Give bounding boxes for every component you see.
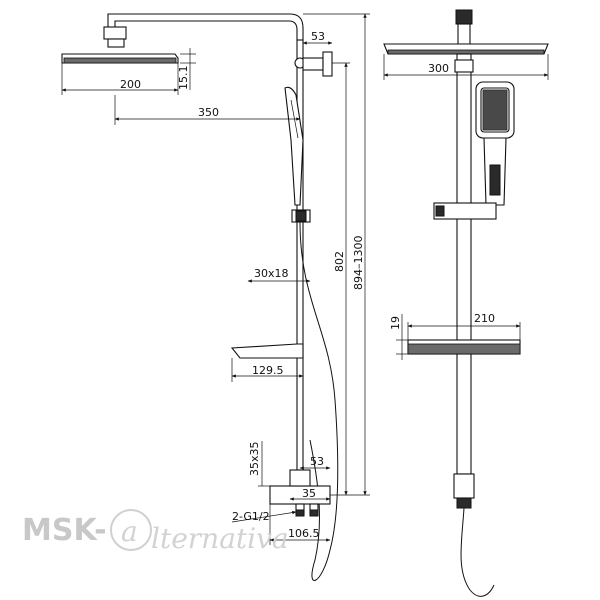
front-view <box>383 9 549 597</box>
side-dimensions: 53 200 15.1 350 894–1300 802 30x18 129.5 <box>61 13 370 545</box>
head-connector <box>103 26 127 40</box>
hose <box>299 221 339 581</box>
spray-nozzles <box>482 89 508 131</box>
dim-overall-height: 894–1300 <box>352 236 365 291</box>
dim-arm-offset: 53 <box>311 30 325 43</box>
dim-mixer-size: 35x35 <box>248 441 261 476</box>
shower-arm <box>107 13 304 41</box>
side-view <box>61 13 339 581</box>
watermark-script: lternativa <box>151 522 289 555</box>
front-hose <box>460 507 495 597</box>
hand-shower <box>284 86 304 206</box>
dim-holder: 30x18 <box>254 267 289 280</box>
dim-head-width: 200 <box>120 78 141 91</box>
watermark-brand: MSK- <box>22 513 107 548</box>
dim-mixer-offset: 53 <box>310 455 324 468</box>
dim-shelf-depth: 129.5 <box>252 364 284 377</box>
dim-arm-reach: 350 <box>198 106 219 119</box>
dim-connection: 2-G1/2 <box>232 510 270 523</box>
svg-text:a: a <box>121 515 138 548</box>
dim-front-head-width: 300 <box>428 62 449 75</box>
watermark-at-icon <box>110 509 152 551</box>
holder-front <box>433 202 497 220</box>
front-rail <box>456 53 472 475</box>
dim-head-thickness: 15.1 <box>177 66 190 91</box>
watermark: MSK- a lternativa <box>22 509 289 555</box>
dim-rail-to-shelf: 802 <box>333 251 346 272</box>
front-top-connector <box>455 9 473 25</box>
mixer-body <box>269 485 331 505</box>
soap-shelf-side <box>230 343 304 359</box>
front-bottom-connector <box>453 473 475 499</box>
dim-mixer-body: 35 <box>302 487 316 500</box>
front-dimensions: 300 19 210 <box>383 54 549 360</box>
dim-shelf-height: 19 <box>389 316 402 330</box>
dim-shelf-width: 210 <box>474 312 495 325</box>
dim-mixer-width: 106.5 <box>288 527 320 540</box>
